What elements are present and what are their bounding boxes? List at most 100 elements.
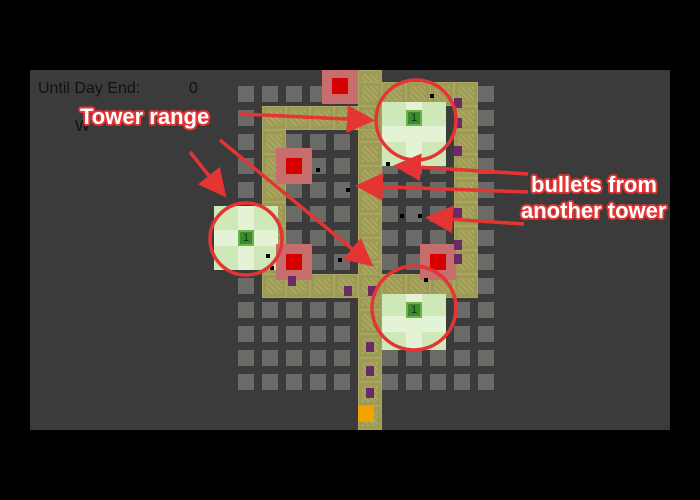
grid-cell[interactable] (382, 230, 398, 246)
grid-cell[interactable] (262, 326, 278, 342)
enemy (454, 240, 462, 250)
grid-cell[interactable] (430, 350, 446, 366)
grid-cell[interactable] (478, 86, 494, 102)
annotation-bullets-line1: bullets from (531, 172, 657, 197)
grid-cell[interactable] (262, 374, 278, 390)
grid-cell[interactable] (286, 374, 302, 390)
grid-cell[interactable] (406, 374, 422, 390)
grid-cell[interactable] (334, 206, 350, 222)
grid-cell[interactable] (406, 182, 422, 198)
path-tile (454, 130, 478, 154)
path-tile (358, 166, 382, 190)
grid-cell[interactable] (478, 110, 494, 126)
bullet (338, 258, 342, 262)
grid-cell[interactable] (406, 350, 422, 366)
grid-cell[interactable] (334, 134, 350, 150)
tower-bottom[interactable]: 1 (406, 302, 422, 318)
tower-left[interactable]: 1 (238, 230, 254, 246)
grid-cell[interactable] (286, 182, 302, 198)
grid-cell[interactable] (382, 206, 398, 222)
grid-cell[interactable] (454, 326, 470, 342)
grid-cell[interactable] (238, 278, 254, 294)
grid-cell[interactable] (334, 254, 350, 270)
base-right[interactable] (420, 244, 456, 280)
base-top[interactable] (322, 70, 358, 104)
grid-cell[interactable] (238, 158, 254, 174)
grid-cell[interactable] (286, 206, 302, 222)
grid-cell[interactable] (310, 134, 326, 150)
grid-cell[interactable] (238, 182, 254, 198)
grid-cell[interactable] (454, 350, 470, 366)
grid-cell[interactable] (334, 158, 350, 174)
base-upper-left[interactable] (276, 148, 312, 184)
grid-cell[interactable] (478, 230, 494, 246)
grid-cell[interactable] (310, 350, 326, 366)
grid-cell[interactable] (478, 134, 494, 150)
path-tile (454, 274, 478, 298)
enemy (454, 208, 462, 218)
grid-cell[interactable] (382, 254, 398, 270)
grid-cell[interactable] (478, 326, 494, 342)
grid-cell[interactable] (262, 302, 278, 318)
grid-cell[interactable] (406, 230, 422, 246)
grid-cell[interactable] (478, 374, 494, 390)
grid-cell[interactable] (310, 254, 326, 270)
path-tile (454, 226, 478, 250)
grid-cell[interactable] (286, 350, 302, 366)
path-tile (310, 274, 334, 298)
bullet (316, 168, 320, 172)
day-end-value: 0 (189, 80, 198, 97)
grid-cell[interactable] (478, 182, 494, 198)
grid-cell[interactable] (382, 182, 398, 198)
grid-cell[interactable] (238, 326, 254, 342)
grid-cell[interactable] (262, 86, 278, 102)
grid-cell[interactable] (382, 374, 398, 390)
grid-cell[interactable] (238, 134, 254, 150)
enemy (454, 98, 462, 108)
grid-cell[interactable] (478, 350, 494, 366)
grid-cell[interactable] (382, 350, 398, 366)
grid-cell[interactable] (238, 302, 254, 318)
grid-cell[interactable] (310, 182, 326, 198)
grid-cell[interactable] (334, 326, 350, 342)
grid-cell[interactable] (334, 230, 350, 246)
enemy (366, 342, 374, 352)
grid-cell[interactable] (478, 254, 494, 270)
grid-cell[interactable] (286, 86, 302, 102)
bullet (346, 188, 350, 192)
grid-cell[interactable] (310, 230, 326, 246)
grid-cell[interactable] (478, 206, 494, 222)
enemy (288, 276, 296, 286)
grid-cell[interactable] (454, 302, 470, 318)
bullet (386, 162, 390, 166)
grid-cell[interactable] (310, 326, 326, 342)
bullet (270, 266, 274, 270)
grid-cell[interactable] (406, 206, 422, 222)
grid-cell[interactable] (430, 230, 446, 246)
grid-cell[interactable] (238, 350, 254, 366)
grid-cell[interactable] (310, 374, 326, 390)
grid-cell[interactable] (430, 374, 446, 390)
grid-cell[interactable] (238, 374, 254, 390)
grid-cell[interactable] (238, 110, 254, 126)
grid-cell[interactable] (238, 86, 254, 102)
grid-cell[interactable] (262, 350, 278, 366)
grid-cell[interactable] (454, 374, 470, 390)
path-tile (454, 178, 478, 202)
grid-cell[interactable] (478, 302, 494, 318)
enemy-spawn (358, 406, 374, 422)
grid-cell[interactable] (334, 350, 350, 366)
base-lower-left[interactable] (276, 244, 312, 280)
grid-cell[interactable] (334, 302, 350, 318)
grid-cell[interactable] (430, 206, 446, 222)
grid-cell[interactable] (478, 278, 494, 294)
grid-cell[interactable] (334, 374, 350, 390)
path-tile (358, 238, 382, 262)
grid-cell[interactable] (310, 302, 326, 318)
grid-cell[interactable] (478, 158, 494, 174)
grid-cell[interactable] (310, 206, 326, 222)
grid-cell[interactable] (430, 182, 446, 198)
grid-cell[interactable] (286, 302, 302, 318)
grid-cell[interactable] (286, 326, 302, 342)
tower-top[interactable]: 1 (406, 110, 422, 126)
